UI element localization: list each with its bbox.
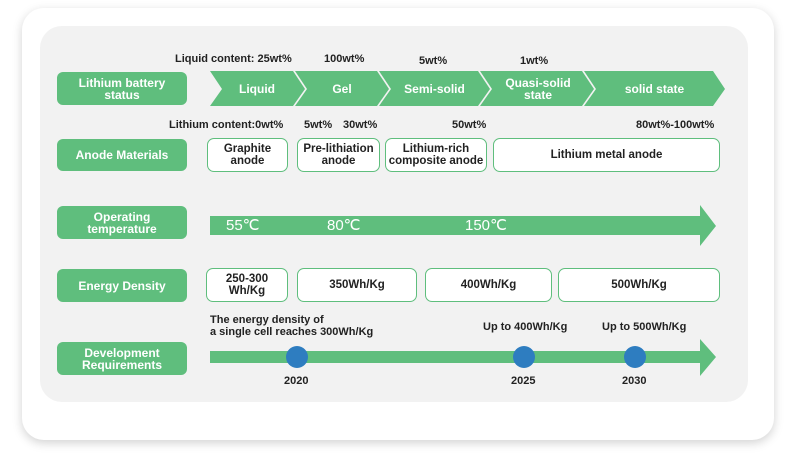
energy-box: 500Wh/Kg xyxy=(558,268,720,302)
state-label: Semi-solid xyxy=(404,81,465,96)
liquid-content-label: Liquid content: 25wt% xyxy=(175,53,292,65)
milestone-note: Up to 500Wh/Kg xyxy=(602,321,687,333)
timeline-arrow xyxy=(210,339,716,376)
milestone-year: 2030 xyxy=(622,375,647,387)
row-label-anode-materials: Anode Materials xyxy=(57,139,187,171)
energy-box: 400Wh/Kg xyxy=(425,268,552,302)
state-label: Liquid xyxy=(239,81,275,96)
state-label: Gel xyxy=(332,81,352,96)
lithium-content-label: 30wt% xyxy=(343,119,378,131)
milestone-dot xyxy=(624,346,646,368)
chevron-semi-solid xyxy=(379,71,490,106)
chevron-quasi-solid xyxy=(480,71,594,106)
anode-box-lithium-metal: Lithium metal anode xyxy=(493,138,720,172)
energy-box: 350Wh/Kg xyxy=(297,268,417,302)
milestone-dot xyxy=(286,346,308,368)
liquid-content-label: 1wt% xyxy=(520,55,549,67)
temperature-arrow xyxy=(210,205,716,246)
lithium-content-label: 50wt% xyxy=(452,119,487,131)
state-label: Quasi-solid state xyxy=(505,75,571,102)
row-label-development: Development Requirements xyxy=(57,342,187,375)
anode-box-graphite: Graphite anode xyxy=(207,138,288,172)
milestone-note: Up to 400Wh/Kg xyxy=(483,321,568,333)
anode-box-lithium-rich: Lithium-rich composite anode xyxy=(385,138,487,172)
milestone-note: The energy density of a single cell reac… xyxy=(210,314,374,338)
lithium-content-label: Lithium content:0wt% xyxy=(169,119,284,131)
chevron-gel xyxy=(295,71,389,106)
lithium-content-label: 80wt%-100wt% xyxy=(636,119,715,131)
row-label-energy-density: Energy Density xyxy=(57,269,187,302)
anode-box-pre-lithiation: Pre-lithiation anode xyxy=(297,138,380,172)
chevron-solid xyxy=(584,71,725,106)
row-label-operating-temperature: Operating temperature xyxy=(57,206,187,239)
liquid-content-label: 100wt% xyxy=(324,53,365,65)
temperature-label: 150℃ xyxy=(465,217,507,234)
milestone-dot xyxy=(513,346,535,368)
state-label: solid state xyxy=(624,81,685,96)
energy-box: 250-300 Wh/Kg xyxy=(206,268,288,302)
milestone-year: 2025 xyxy=(511,375,536,387)
liquid-content-label: 5wt% xyxy=(419,55,448,67)
chevron-liquid xyxy=(210,71,305,106)
temperature-label: 80℃ xyxy=(327,217,361,234)
milestone-year: 2020 xyxy=(284,375,309,387)
lithium-content-label: 5wt% xyxy=(304,119,333,131)
row-label-lithium-status: Lithium battery status xyxy=(57,72,187,105)
temperature-label: 55℃ xyxy=(226,217,260,234)
